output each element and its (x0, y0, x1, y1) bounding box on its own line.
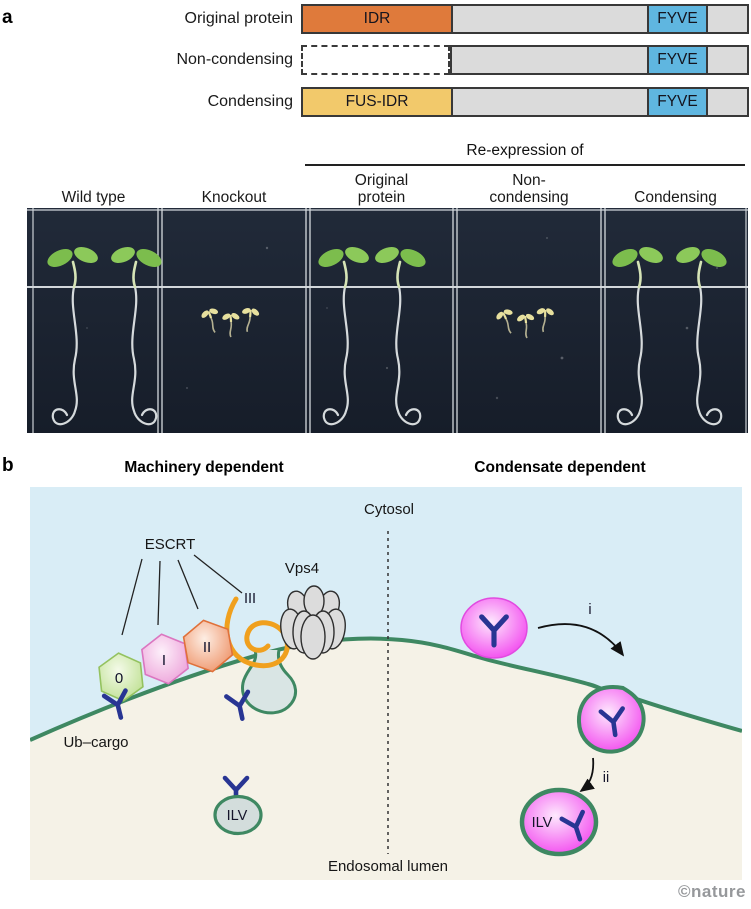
fyve-domain: FYVE (647, 89, 706, 115)
construct-label: Condensing (207, 93, 293, 110)
cterm-segment (706, 47, 747, 73)
cargo-in-condensate-icon (479, 614, 509, 648)
column-label-line: Wild type (61, 189, 126, 206)
construct-bar: FUS-IDR FYVE (301, 87, 749, 117)
cterm-segment (706, 89, 747, 115)
vps4-label: Vps4 (285, 560, 319, 577)
machinery-dependent-title: Machinery dependent (124, 459, 284, 476)
escrt-0-label: 0 (115, 670, 123, 687)
escrt-ii-label: II (203, 639, 211, 656)
panel-a-label: a (2, 7, 13, 28)
column-label-line: protein (357, 189, 406, 206)
escrt-ii-hexagon (182, 619, 234, 673)
panel-b-label: b (2, 455, 14, 476)
step-i-label: i (588, 602, 591, 618)
column-label-original-protein: Original protein (308, 168, 455, 206)
column-label-line: Knockout (201, 189, 267, 206)
escrt-pointer-lines (121, 554, 243, 636)
construct-label: Non-condensing (176, 51, 293, 68)
construct-row-condensing: Condensing FUS-IDR FYVE (0, 87, 749, 117)
escrt-iii-label: III (244, 591, 256, 607)
construct-bar: IDR FYVE (301, 4, 749, 34)
linker-domain (451, 89, 647, 115)
cargo-in-ilv-icon (559, 809, 585, 842)
fyve-domain: FYVE (647, 6, 706, 32)
plate-grid (27, 208, 748, 433)
column-label-line: Original (354, 172, 409, 189)
vps4-complex (280, 585, 346, 660)
ub-cargo-icon (101, 688, 128, 720)
column-label-line: condensing (489, 189, 569, 206)
escrt-0-hexagon (98, 652, 144, 702)
escrt-i-label: I (162, 652, 166, 669)
fus-idr-domain: FUS-IDR (303, 89, 451, 115)
endosomal-lumen-label: Endosomal lumen (328, 858, 448, 875)
cterm-segment (706, 6, 747, 32)
cargo-in-bud-icon (224, 689, 251, 721)
escrt-label: ESCRT (145, 536, 196, 553)
step-i-arrow (537, 623, 625, 657)
column-label-condensing: Condensing (603, 168, 748, 206)
ub-cargo-label: Ub–cargo (63, 734, 128, 751)
linker-domain (452, 47, 647, 73)
endosome-diagram: Cytosol Endosomal lumen ESCRT III Vps4 (30, 487, 742, 880)
cytosol-label: Cytosol (364, 501, 414, 518)
ilv-condensate-label: ILV (532, 815, 553, 831)
column-label-non-condensing: Non- condensing (455, 168, 603, 206)
construct-bar-body: FYVE (450, 45, 749, 75)
cargo-in-vesicle-icon (598, 706, 625, 738)
idr-domain: IDR (303, 6, 451, 32)
photo-background (27, 208, 748, 433)
fyve-domain: FYVE (647, 47, 706, 73)
step-ii-arrow (579, 757, 595, 793)
construct-row-original: Original protein IDR FYVE (0, 4, 749, 34)
deleted-idr-domain (301, 45, 450, 75)
column-label-wild-type: Wild type (27, 168, 160, 206)
reexpression-header: Re-expression of (466, 142, 584, 159)
column-label-line: Non- (512, 172, 546, 189)
column-label-knockout: Knockout (160, 168, 308, 206)
condensate-dependent-title: Condensate dependent (474, 459, 646, 476)
construct-label: Original protein (184, 10, 294, 27)
ilv-machinery-label: ILV (227, 808, 248, 824)
nature-watermark: ©nature (678, 882, 746, 901)
seedling-photo (27, 208, 748, 433)
column-label-line: Condensing (634, 189, 717, 206)
photo-specks (86, 237, 718, 400)
reexpression-underline (305, 164, 745, 166)
linker-domain (451, 6, 647, 32)
construct-bar: FYVE (301, 45, 749, 75)
ilv-machinery-vesicle (213, 794, 263, 836)
construct-row-noncondensing: Non-condensing FYVE (0, 45, 749, 75)
step-ii-label: ii (603, 770, 609, 786)
